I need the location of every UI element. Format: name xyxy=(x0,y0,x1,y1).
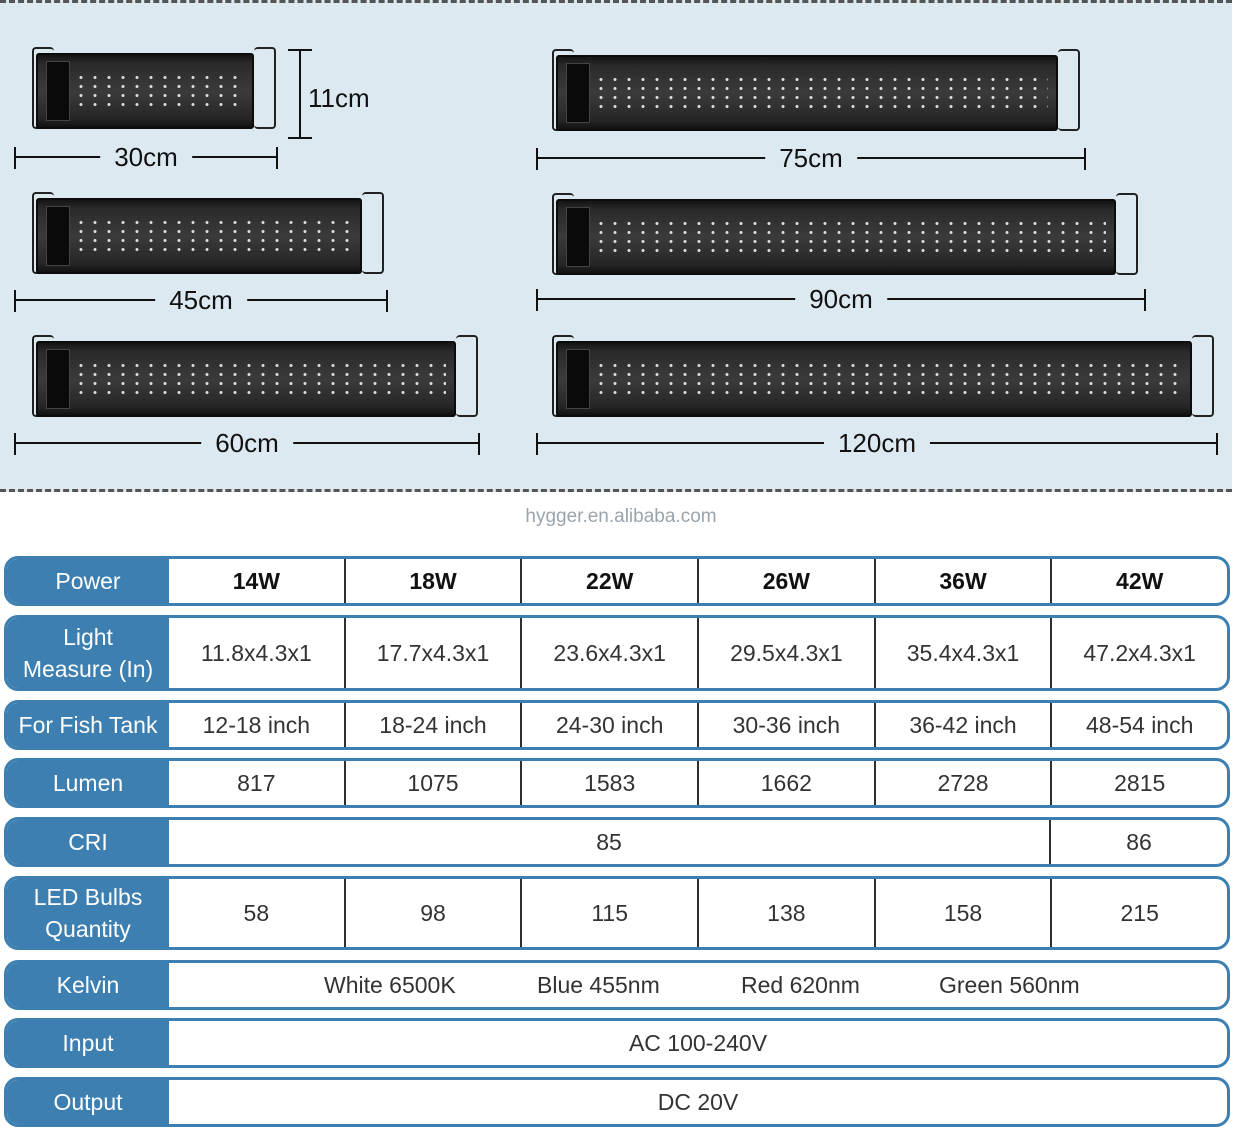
table-cell: 35.4x4.3x1 xyxy=(873,618,1051,688)
width-label: 60cm xyxy=(201,429,293,457)
row-header: For Fish Tank xyxy=(7,703,169,747)
table-cell: 24-30 inch xyxy=(520,703,697,747)
table-cell: 1583 xyxy=(520,761,697,805)
table-cell: 58 xyxy=(243,899,270,926)
width-dimension-60cm: 60cm xyxy=(14,429,480,457)
width-dimension-120cm: 120cm xyxy=(536,429,1218,457)
table-cell: 85 xyxy=(596,828,622,855)
watermark: hygger.en.alibaba.com xyxy=(525,506,717,527)
table-cell: 47.2x4.3x1 xyxy=(1050,618,1227,688)
table-cell: 18W xyxy=(343,559,521,603)
row-header: CRI xyxy=(7,820,169,864)
table-cell: AC 100-240V xyxy=(628,1029,768,1056)
row-lumen: Lumen 817 1075 1583 1662 2728 2815 xyxy=(4,758,1230,808)
kelvin-value: Red 620nm xyxy=(741,971,860,998)
kelvin-value: Blue 455nm xyxy=(537,971,660,998)
width-label: 75cm xyxy=(765,144,857,172)
table-cell: 14W xyxy=(232,567,280,594)
row-header: Output xyxy=(7,1080,169,1124)
width-label: 45cm xyxy=(155,286,247,314)
width-label: 30cm xyxy=(100,143,192,171)
row-header: Lumen xyxy=(7,761,169,805)
width-label: 90cm xyxy=(795,285,887,313)
table-cell: 18-24 inch xyxy=(343,703,521,747)
table-cell: 11.8x4.3x1 xyxy=(200,639,312,666)
row-cri: CRI 85 86 xyxy=(4,817,1230,867)
row-header: Power xyxy=(7,559,169,603)
table-cell: 36W xyxy=(873,559,1051,603)
width-dimension-45cm: 45cm xyxy=(14,286,388,314)
row-power: Power 14W 18W 22W 26W 36W 42W xyxy=(4,556,1230,606)
row-input: Input AC 100-240V xyxy=(4,1018,1230,1068)
kelvin-value: White 6500K xyxy=(324,971,456,998)
width-label: 120cm xyxy=(823,429,931,457)
height-label: 11cm xyxy=(308,83,370,113)
row-header: Input xyxy=(7,1021,169,1065)
table-cell: 2815 xyxy=(1050,761,1227,805)
table-cell: 26W xyxy=(697,559,874,603)
table-cell: DC 20V xyxy=(657,1088,739,1115)
table-cell: 86 xyxy=(1049,820,1227,864)
table-cell: 22W xyxy=(520,559,697,603)
row-output: Output DC 20V xyxy=(4,1077,1230,1127)
table-cell: 215 xyxy=(1050,879,1227,947)
kelvin-value: Green 560nm xyxy=(939,971,1080,998)
table-cell: 158 xyxy=(873,879,1051,947)
table-cell: 1075 xyxy=(343,761,521,805)
width-dimension-90cm: 90cm xyxy=(536,285,1146,313)
width-dimension-75cm: 75cm xyxy=(536,144,1086,172)
table-cell: 30-36 inch xyxy=(697,703,874,747)
table-cell: 17.7x4.3x1 xyxy=(343,618,521,688)
table-cell: 2728 xyxy=(873,761,1051,805)
table-cell: 36-42 inch xyxy=(873,703,1051,747)
width-dimension-30cm: 30cm xyxy=(14,143,278,171)
table-cell: 817 xyxy=(237,769,276,796)
table-cell: 42W xyxy=(1050,559,1227,603)
table-cell: 138 xyxy=(697,879,874,947)
table-cell: 1662 xyxy=(697,761,874,805)
table-cell: 12-18 inch xyxy=(202,711,311,738)
row-fish-tank: For Fish Tank 12-18 inch 18-24 inch 24-3… xyxy=(4,700,1230,750)
table-cell: 29.5x4.3x1 xyxy=(697,618,874,688)
table-cell: 115 xyxy=(520,879,697,947)
table-cell: 98 xyxy=(343,879,521,947)
row-header: Kelvin xyxy=(7,963,169,1007)
table-cell: 23.6x4.3x1 xyxy=(520,618,697,688)
product-size-panel: 11cm 30cm 45cm 60cm 75cm 90cm 120cm xyxy=(0,0,1232,492)
table-cell: 48-54 inch xyxy=(1050,703,1227,747)
height-dimension-marker xyxy=(288,49,312,139)
row-kelvin: Kelvin White 6500K Blue 455nm Red 620nm … xyxy=(4,960,1230,1010)
